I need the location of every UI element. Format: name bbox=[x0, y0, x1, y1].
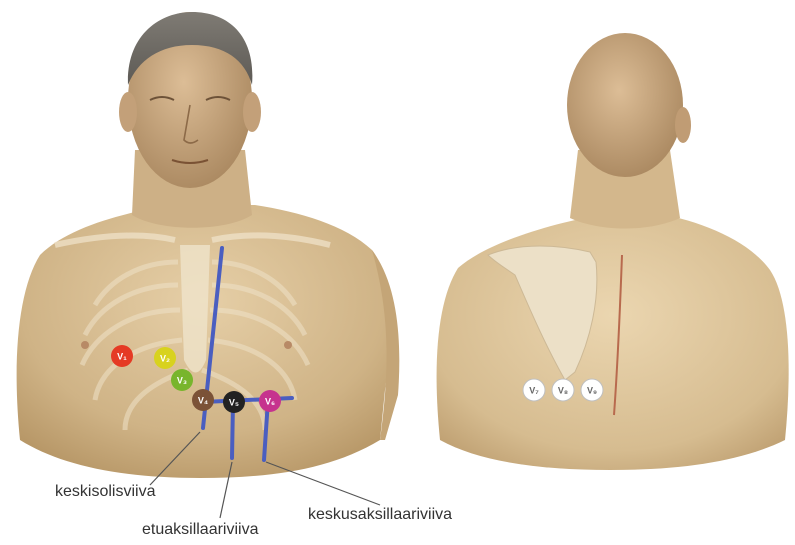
back-torso-illustration bbox=[437, 33, 789, 470]
back-head bbox=[567, 33, 683, 177]
svg-text:V₂: V₂ bbox=[160, 353, 170, 363]
svg-text:V₈: V₈ bbox=[558, 385, 568, 395]
front-left-nipple bbox=[81, 341, 89, 349]
electrode-v8: V₈ bbox=[552, 379, 574, 401]
electrode-v6: V₆ bbox=[259, 390, 281, 412]
svg-text:V₄: V₄ bbox=[198, 395, 208, 405]
front-sternum bbox=[180, 245, 210, 373]
electrode-v5: V₅ bbox=[223, 391, 245, 413]
svg-text:V₅: V₅ bbox=[229, 397, 239, 407]
leader-mid-axillary bbox=[266, 462, 380, 505]
front-left-ear bbox=[119, 92, 137, 132]
label-mid-axillary-line: keskusaksillaariviiva bbox=[308, 506, 452, 524]
electrode-v3: V₃ bbox=[171, 369, 193, 391]
back-ear bbox=[675, 107, 691, 143]
label-anterior-axillary-line: etuaksillaariviiva bbox=[142, 521, 259, 539]
electrode-v7: V₇ bbox=[523, 379, 545, 401]
svg-text:V₆: V₆ bbox=[265, 396, 275, 406]
label-midclavicular-line: keskisolisviiva bbox=[55, 483, 155, 501]
back-electrodes: V₇ V₈ V₉ bbox=[523, 379, 603, 401]
svg-text:V₇: V₇ bbox=[529, 385, 539, 395]
back-torso bbox=[437, 212, 789, 470]
front-right-nipple bbox=[284, 341, 292, 349]
electrode-v2: V₂ bbox=[154, 347, 176, 369]
svg-text:V₁: V₁ bbox=[117, 351, 127, 361]
svg-text:V₉: V₉ bbox=[587, 385, 597, 395]
electrode-v9: V₉ bbox=[581, 379, 603, 401]
electrode-v4: V₄ bbox=[192, 389, 214, 411]
front-right-ear bbox=[243, 92, 261, 132]
electrode-v1: V₁ bbox=[111, 345, 133, 367]
svg-text:V₃: V₃ bbox=[177, 375, 187, 385]
